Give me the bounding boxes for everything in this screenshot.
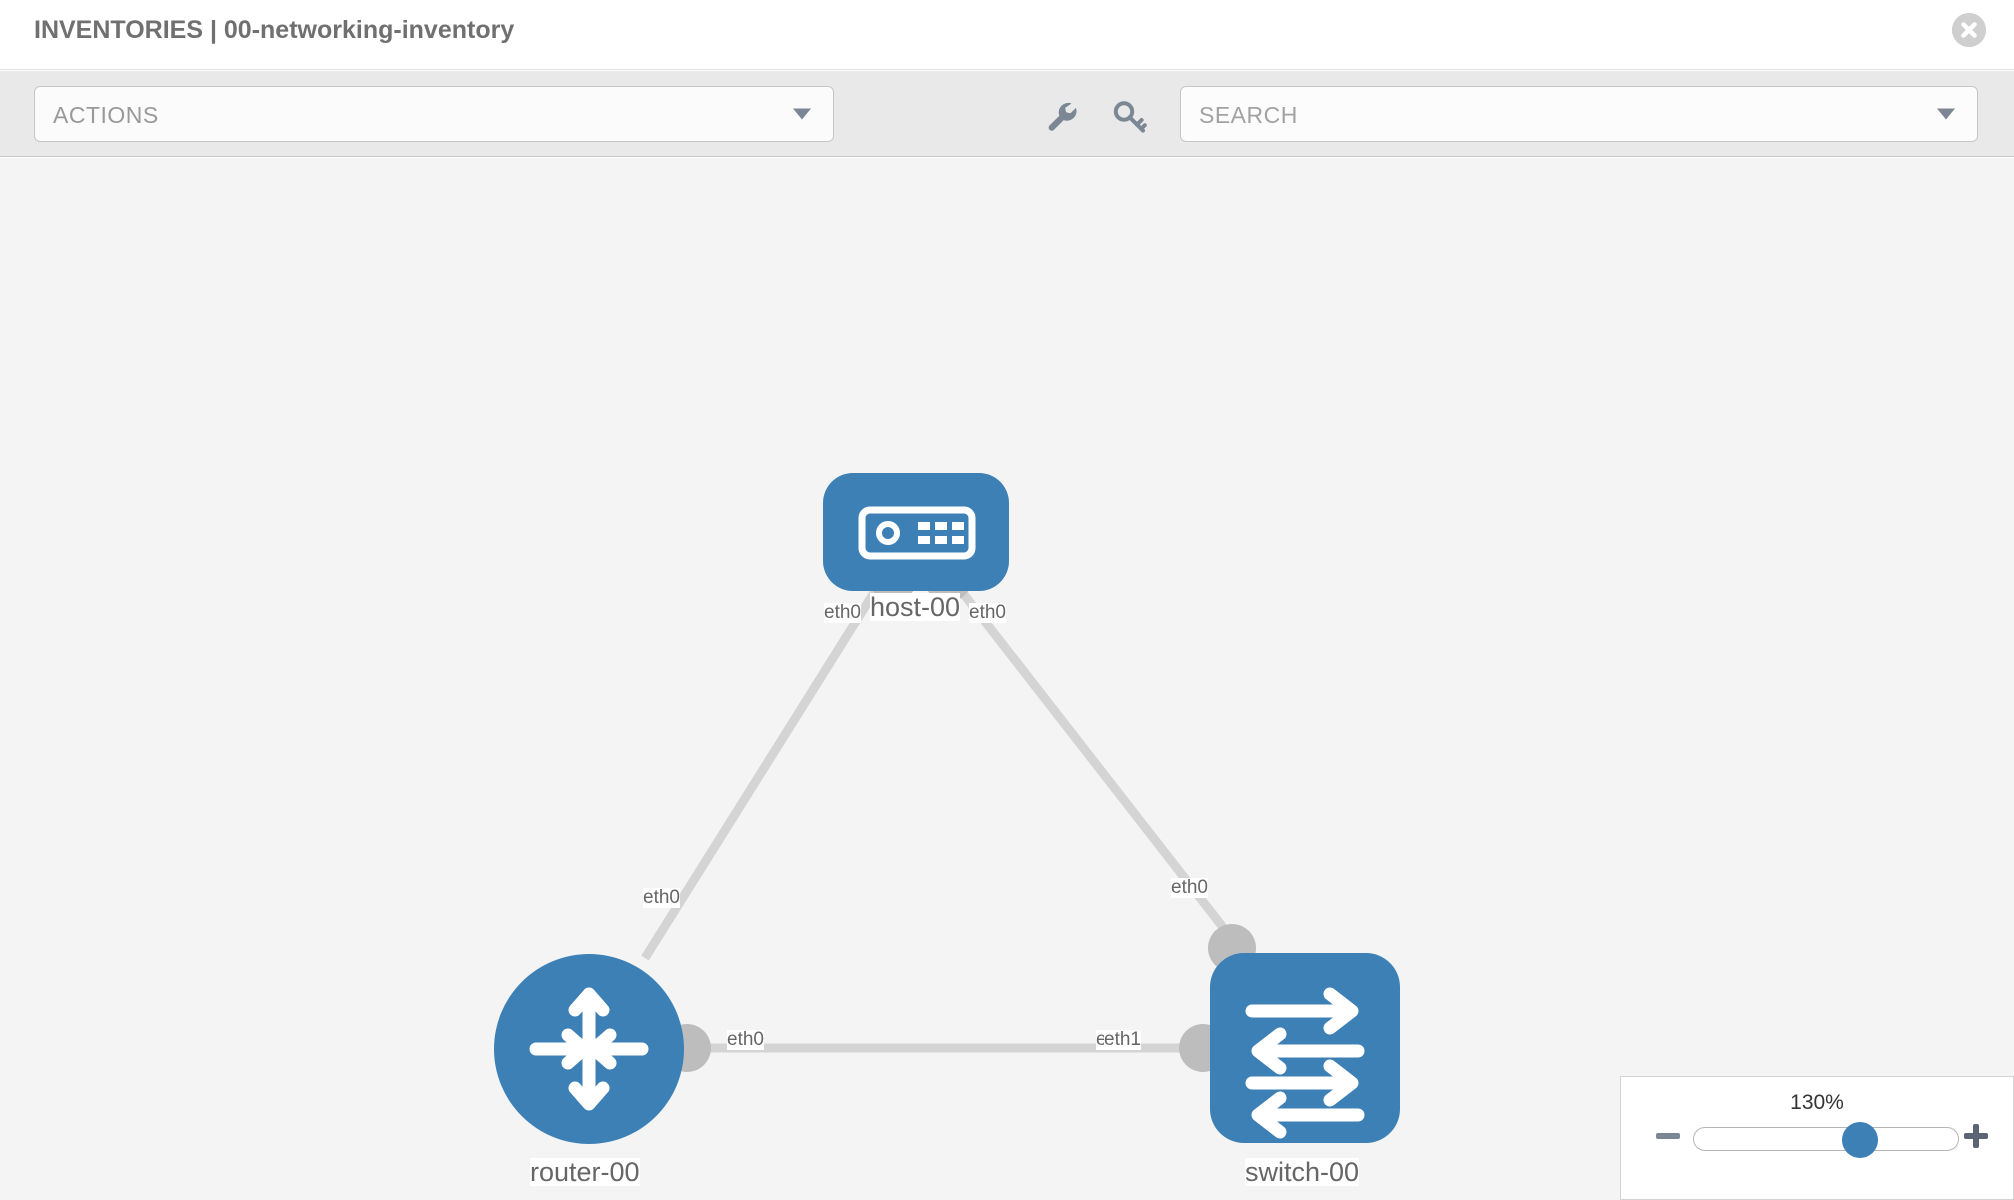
key-icon xyxy=(1113,101,1147,133)
chevron-down-icon xyxy=(793,108,811,120)
interface-label: eth0 xyxy=(643,887,680,908)
key-button[interactable] xyxy=(1110,97,1150,137)
search-input[interactable]: SEARCH xyxy=(1199,102,1298,128)
node-label-host-00: host-00 xyxy=(870,592,961,622)
interface-label: eth0 xyxy=(824,602,861,623)
node-label-router-00: router-00 xyxy=(530,1157,640,1187)
topology-canvas[interactable]: eth0 host-00 eth0 eth0 eth0 eth0 eth0 et… xyxy=(0,158,2014,1200)
zoom-out-button[interactable] xyxy=(1653,1121,1683,1151)
zoom-percent-label: 130% xyxy=(1790,1091,1844,1114)
page-header: INVENTORIES | 00-networking-inventory xyxy=(0,0,2014,70)
close-button[interactable] xyxy=(1952,13,1986,47)
interface-label: eth0 xyxy=(1171,877,1208,898)
interface-label: eth0 xyxy=(969,602,1006,623)
node-router-00[interactable] xyxy=(494,954,684,1144)
actions-dropdown-label: ACTIONS xyxy=(53,102,159,128)
topology-graph xyxy=(494,473,1400,1144)
interface-label: eth1 xyxy=(1104,1029,1141,1050)
interface-label: eth0 xyxy=(727,1029,764,1050)
wrench-icon xyxy=(1048,102,1077,131)
actions-dropdown[interactable]: ACTIONS xyxy=(34,86,834,142)
minus-icon xyxy=(1656,1133,1680,1139)
search-dropdown[interactable]: SEARCH xyxy=(1180,86,1978,142)
page-title: INVENTORIES | 00-networking-inventory xyxy=(34,16,515,44)
zoom-in-button[interactable] xyxy=(1961,1121,1991,1151)
plus-icon xyxy=(1964,1124,1988,1148)
zoom-control-panel: 130% xyxy=(1620,1076,2014,1200)
chevron-down-icon xyxy=(1937,108,1955,120)
node-label-switch-00: switch-00 xyxy=(1245,1157,1360,1187)
zoom-slider-handle[interactable] xyxy=(1842,1122,1879,1158)
close-icon xyxy=(1952,13,1986,47)
zoom-slider[interactable] xyxy=(1693,1122,1959,1158)
toolbar: ACTIONS SEARCH xyxy=(0,71,2014,157)
edge-host-router[interactable] xyxy=(641,580,884,961)
wrench-button[interactable] xyxy=(1042,97,1082,137)
node-host-00[interactable] xyxy=(823,473,1009,591)
node-switch-00[interactable] xyxy=(1210,953,1400,1143)
